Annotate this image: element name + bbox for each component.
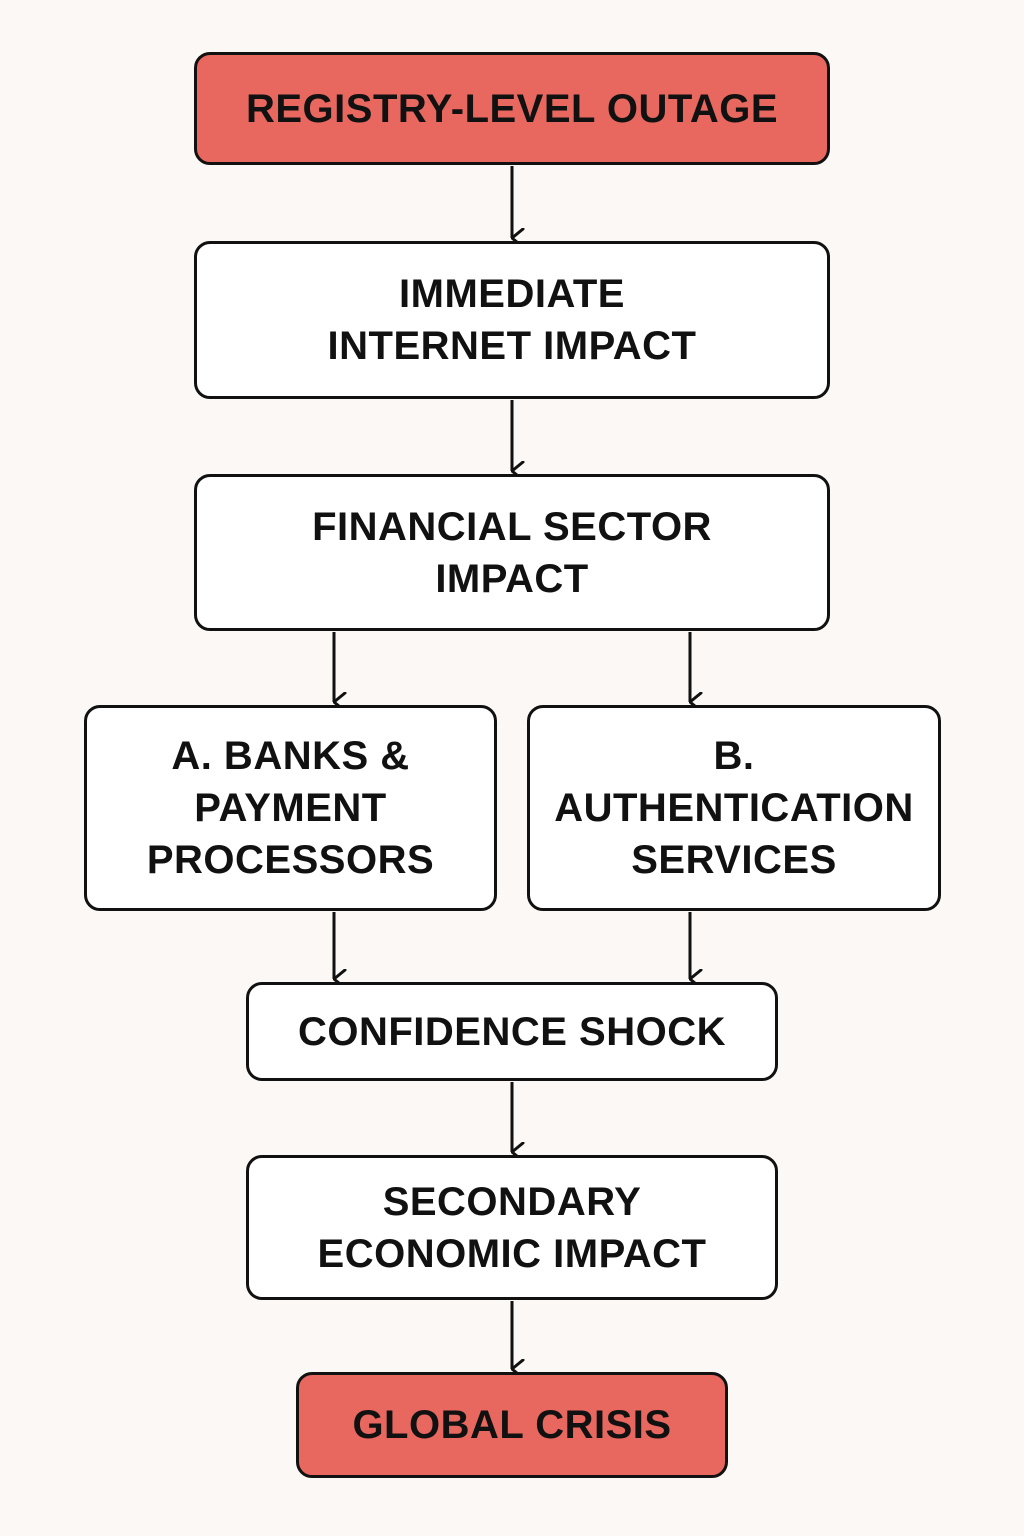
internet-impact-node: IMMEDIATE INTERNET IMPACT — [194, 241, 830, 399]
financial-sector-node: FINANCIAL SECTOR IMPACT — [194, 474, 830, 631]
global-crisis-node: GLOBAL CRISIS — [296, 1372, 728, 1478]
banks-payment-node: A. BANKS & PAYMENT PROCESSORS — [84, 705, 497, 911]
authentication-services-node: B. AUTHENTICATION SERVICES — [527, 705, 941, 911]
registry-outage-node: REGISTRY-LEVEL OUTAGE — [194, 52, 830, 165]
confidence-shock-node: CONFIDENCE SHOCK — [246, 982, 778, 1081]
secondary-economic-node: SECONDARY ECONOMIC IMPACT — [246, 1155, 778, 1300]
